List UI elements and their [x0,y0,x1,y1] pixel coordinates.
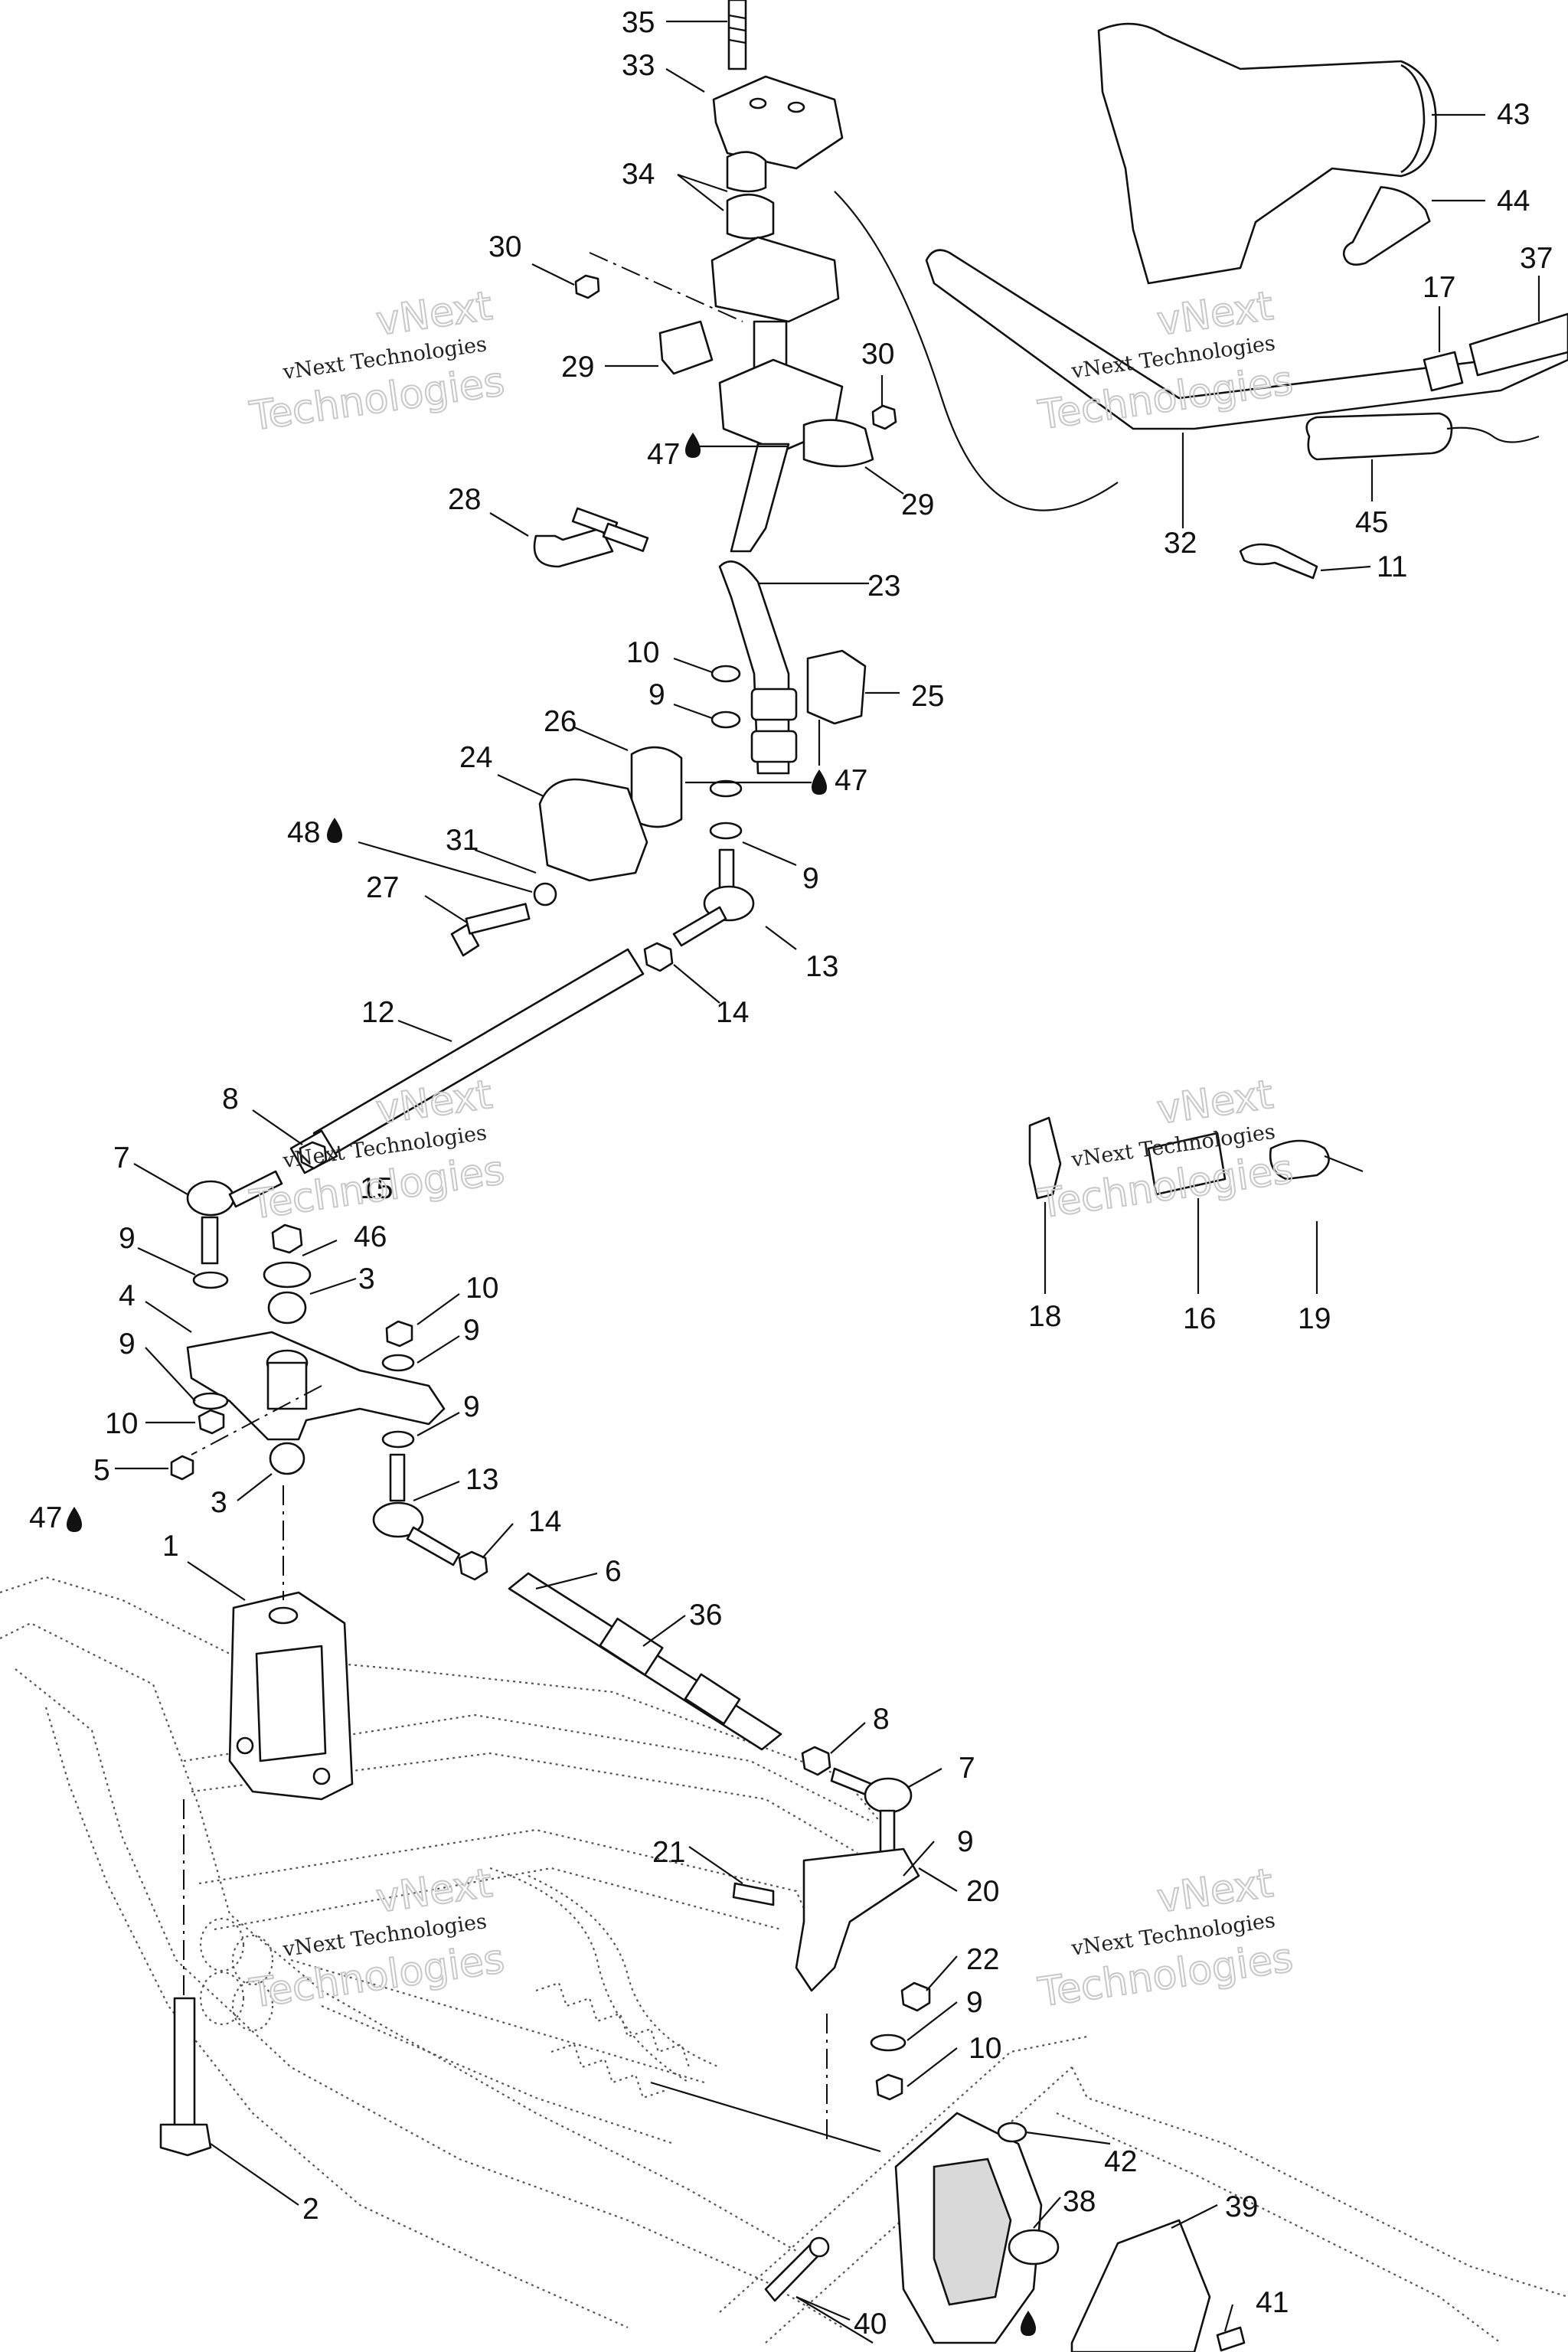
callout-10: 10 [466,1272,498,1305]
handlebar-32-shape [925,249,1568,430]
watermark: vNext vNext Technologies Technologies [246,283,508,441]
column-cap-33-shape [712,75,844,170]
callout-24: 24 [459,741,492,774]
column-lower-cap-shape [710,236,840,323]
callout-17: 17 [1423,271,1455,304]
callout-40: 40 [854,2308,887,2341]
callout-13: 13 [805,950,838,983]
steering-gearbox [764,2112,1246,2352]
watermark: vNext vNext Technologies Technologies [1034,1860,1296,2017]
callout-10: 10 [969,2032,1001,2065]
left-linkage-assembly [170,1170,488,1581]
callout-46: 46 [354,1220,387,1253]
callout-20: 20 [966,1875,999,1908]
callout-21: 21 [652,1836,685,1869]
callout-28: 28 [448,483,481,516]
callout-9: 9 [802,862,819,895]
callout-9: 9 [966,1986,983,2019]
callout-18: 18 [1028,1300,1061,1333]
callout-43: 43 [1497,98,1530,131]
bolt-35-shape [727,0,747,70]
callout-33: 33 [622,49,655,82]
hand-guard-43-shape [1097,22,1437,285]
tie-rod-12 [289,948,645,1174]
handlebar-assembly [925,22,1568,580]
callout-42: 42 [1104,2145,1137,2178]
steering-arm-4-shape [186,1331,446,1441]
callout-13: 13 [466,1463,498,1496]
callout-6: 6 [605,1555,622,1588]
leader-lines [115,20,1540,2332]
watermark: vNext vNext Technologies Technologies [246,1071,508,1230]
bolt-2 [159,1997,212,2157]
callout-22: 22 [966,1943,999,1976]
callout-14: 14 [528,1505,561,1538]
callout-47: 47 [29,1501,62,1534]
callout-45: 45 [1355,506,1388,539]
lubricant-drop-icon [67,433,1036,2336]
callout-27: 27 [366,871,399,904]
callout-25: 25 [911,680,944,713]
callout-10: 10 [626,636,659,669]
callout-37: 37 [1520,242,1553,275]
callout-14: 14 [716,996,749,1029]
callout-1: 1 [162,1530,179,1563]
steering-column-assembly [450,0,897,972]
callout-9: 9 [463,1390,480,1423]
watermark: vNext vNext Technologies Technologies [246,1860,508,2018]
bracket-24-shape [538,778,648,882]
callout-9: 9 [648,678,665,711]
callout-9: 9 [463,1314,480,1347]
callout-2: 2 [302,2193,319,2226]
callout-44: 44 [1497,185,1530,217]
small-parts-group [1028,1116,1364,1200]
callout-30: 30 [861,338,894,371]
callout-12: 12 [361,996,394,1029]
callout-38: 38 [1063,2185,1096,2218]
callout-15: 15 [360,1172,393,1205]
pitman-arm-20-shape [795,1847,920,1992]
mount-bracket-1 [228,1591,354,1801]
callout-29: 29 [901,488,934,521]
callout-8: 8 [222,1083,239,1116]
callout-9: 9 [957,1825,974,1858]
callout-9: 9 [119,1328,136,1361]
callout-4: 4 [119,1279,136,1312]
callout-36: 36 [689,1599,722,1632]
callout-labels: 35 33 34 30 29 30 47 29 28 23 10 9 25 26… [29,6,1553,2341]
callout-3: 3 [358,1263,375,1295]
callout-30: 30 [488,230,521,263]
callout-11: 11 [1377,550,1408,583]
alignment-lines [183,191,1119,2344]
callout-47: 47 [647,438,680,471]
callout-35: 35 [622,6,655,39]
drag-link-6 [508,1572,831,1776]
callout-48: 48 [287,816,320,849]
callout-29: 29 [561,351,594,384]
callout-41: 41 [1256,2286,1289,2319]
callout-16: 16 [1183,1302,1216,1335]
callout-47: 47 [835,764,867,797]
callout-7: 7 [113,1142,130,1174]
callout-26: 26 [544,705,577,738]
callout-31: 31 [446,824,479,857]
lower-right-linkage [732,1767,931,2101]
grip-pad-44-shape [1342,186,1431,266]
callout-19: 19 [1298,1302,1331,1335]
callout-3: 3 [211,1486,227,1519]
watermark: vNext vNext Technologies Technologies [1034,1071,1296,1228]
callout-10: 10 [105,1407,138,1440]
callout-8: 8 [873,1703,890,1736]
callout-7: 7 [959,1752,975,1785]
callout-23: 23 [867,570,900,603]
callout-32: 32 [1164,527,1197,560]
callout-39: 39 [1225,2190,1258,2223]
callout-9: 9 [119,1222,136,1255]
callout-34: 34 [622,158,655,191]
callout-5: 5 [93,1454,110,1487]
